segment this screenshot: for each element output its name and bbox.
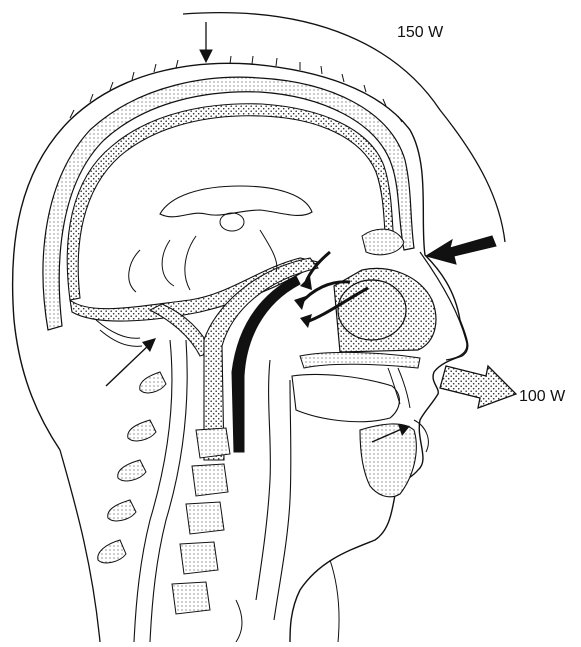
incoming-arrow bbox=[426, 236, 496, 264]
teeth-upper bbox=[388, 368, 410, 408]
cerebellum bbox=[96, 320, 142, 346]
frontal-sinus bbox=[362, 229, 404, 255]
thalamus bbox=[220, 213, 244, 231]
outgoing-arrow bbox=[440, 366, 516, 408]
neck-back-outline bbox=[60, 450, 100, 642]
label-150w: 150 W bbox=[397, 24, 443, 42]
label-100w: 100 W bbox=[519, 388, 565, 406]
throat-outline bbox=[236, 560, 339, 642]
dura-sinus bbox=[67, 104, 394, 300]
tongue bbox=[292, 374, 399, 421]
top-arrow bbox=[200, 22, 212, 62]
spinous-processes bbox=[98, 372, 166, 563]
palate bbox=[300, 352, 420, 368]
pharynx bbox=[256, 360, 291, 620]
corpus-callosum bbox=[160, 186, 312, 217]
